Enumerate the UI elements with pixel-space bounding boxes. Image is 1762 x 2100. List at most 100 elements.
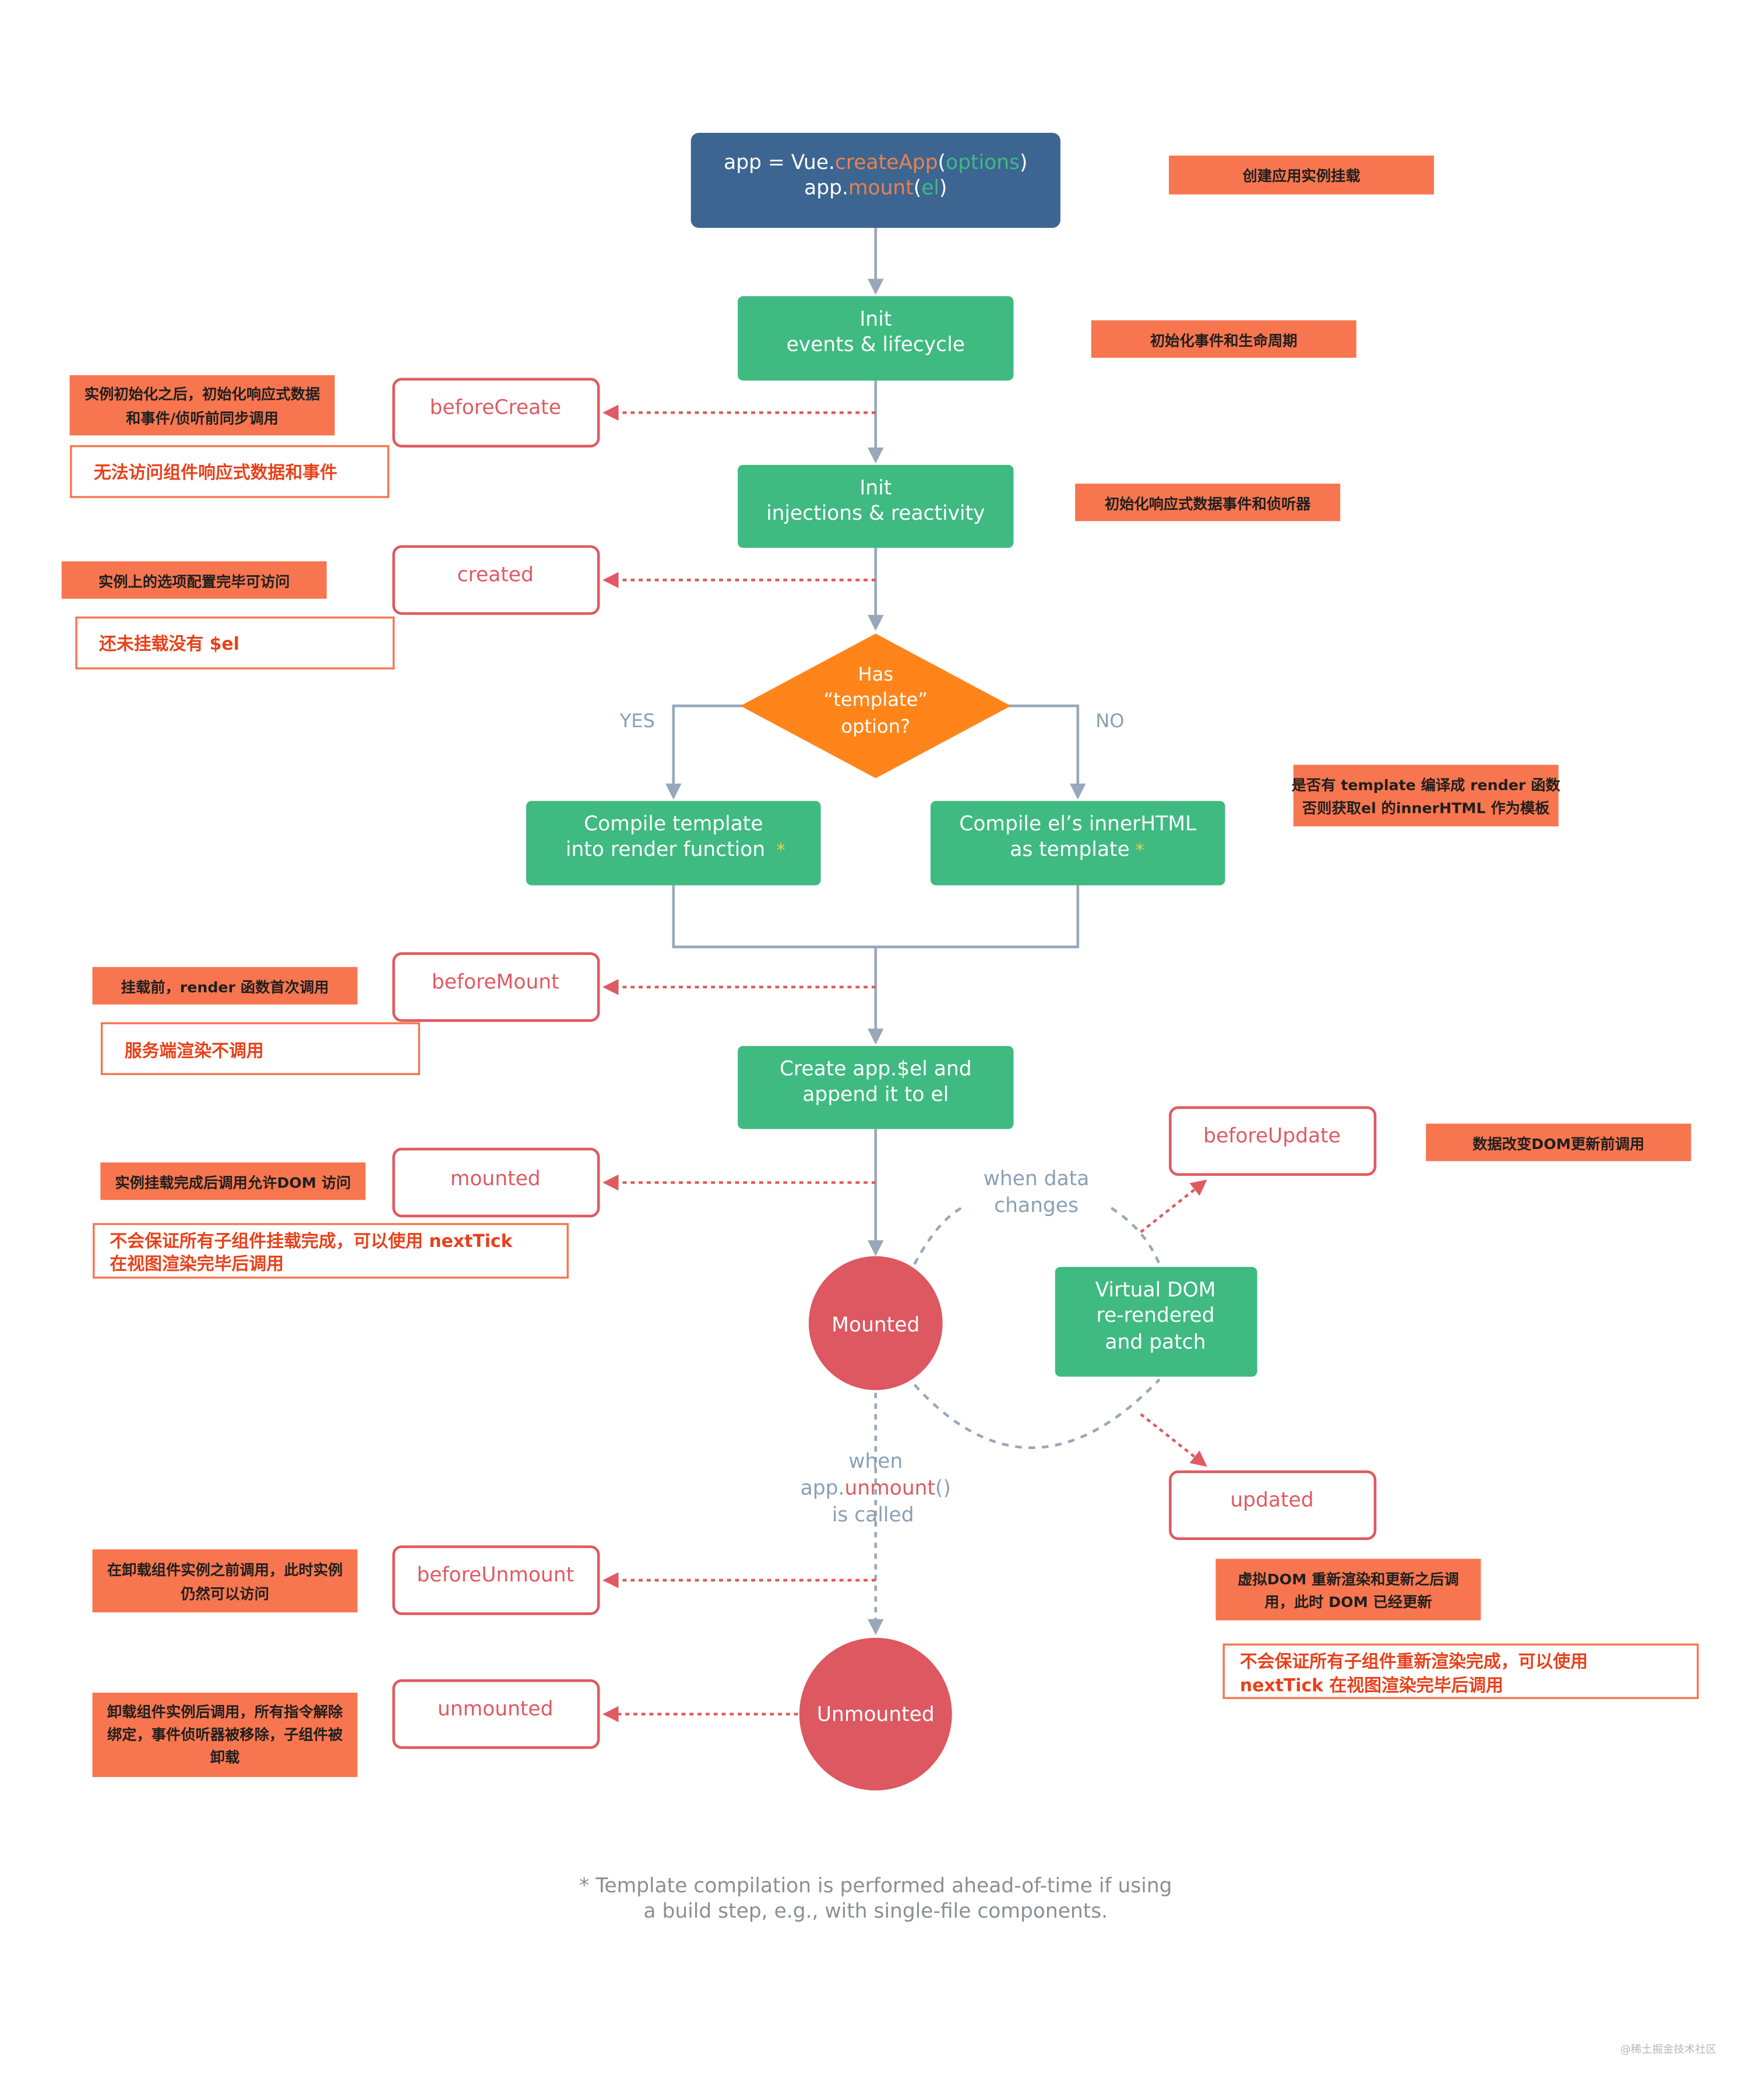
arrow-updated <box>1140 1413 1207 1467</box>
hook-before-update: beforeUpdate <box>1169 1106 1377 1176</box>
hook-created: created <box>392 545 600 615</box>
vdom-line1: Virtual DOM <box>1095 1278 1216 1302</box>
mounted-state-label: Mounted <box>831 1313 919 1337</box>
compile-el-star: * <box>1136 840 1144 861</box>
yes-label: YES <box>619 710 655 732</box>
note-before-mount: 挂载前，render 函数首次调用 <box>92 967 358 1005</box>
note-mounted-warn-line2: 在视图渲染完毕后调用 <box>110 1254 284 1274</box>
init-events-line2: events & lifecycle <box>787 333 965 357</box>
note-unmounted-line2: 绑定，事件侦听器被移除，子组件被 <box>107 1726 343 1743</box>
note-unmounted: 卸载组件实例后调用，所有指令解除 绑定，事件侦听器被移除，子组件被 卸载 <box>92 1692 358 1777</box>
start-el: el <box>921 177 939 200</box>
hook-mounted: mounted <box>392 1147 600 1218</box>
flow-no-branch <box>1008 704 1086 800</box>
note-create-app: 创建应用实例挂载 <box>1169 156 1435 195</box>
note-before-unmount-line2: 仍然可以访问 <box>181 1585 269 1602</box>
note-before-mount-text: 挂载前，render 函数首次调用 <box>121 979 329 996</box>
footnote-line1: * Template compilation is performed ahea… <box>579 1874 1172 1897</box>
vdom-box: Virtual DOM re-rendered and patch <box>1055 1267 1257 1377</box>
create-el-line2: append it to el <box>802 1083 949 1106</box>
note-updated: 虚拟DOM 重新渲染和更新之后调 用，此时 DOM 已经更新 <box>1215 1559 1481 1620</box>
note-mounted-warn-line1: 不会保证所有子组件挂载完成，可以使用 nextTick <box>110 1231 513 1252</box>
note-updated-line1: 虚拟DOM 重新渲染和更新之后调 <box>1238 1571 1459 1588</box>
compile-template-line2: into render function <box>566 838 765 861</box>
init-events-line1: Init <box>859 308 891 331</box>
update-arc-top-left <box>913 1207 962 1265</box>
note-unmounted-line1: 卸载组件实例后调用，所有指令解除 <box>107 1703 343 1720</box>
note-before-unmount-line1: 在卸载组件实例之前调用，此时实例 <box>107 1562 343 1578</box>
note-before-mount-warn: 服务端渲染不调用 <box>100 1022 420 1076</box>
hook-arrows <box>602 404 1207 1722</box>
note-template-line2: 否则获取el 的innerHTML 作为模板 <box>1302 799 1550 816</box>
when-data-line1: when data <box>984 1167 1090 1190</box>
has-template-line3: option? <box>841 715 910 737</box>
hook-mounted-label: mounted <box>450 1167 541 1190</box>
init-injections-line1: Init <box>859 476 891 499</box>
hook-unmounted: unmounted <box>392 1679 600 1749</box>
note-updated-warn: 不会保证所有子组件重新渲染完成，可以使用 nextTick 在视图渲染完毕后调用 <box>1222 1643 1699 1699</box>
compile-template-star: * <box>777 840 785 861</box>
start-paren2-close: ) <box>939 177 947 200</box>
no-label: NO <box>1095 710 1124 732</box>
footnote-line2: a build step, e.g., with single-file com… <box>643 1900 1108 1923</box>
when-unmount-line1: when <box>848 1450 903 1473</box>
note-created-warn-text: 还未挂载没有 $el <box>99 634 239 654</box>
create-app-box: app = Vue.createApp(options) app.mount(e… <box>690 132 1060 228</box>
hook-created-label: created <box>457 563 534 587</box>
note-before-create-warn-text: 无法访问组件响应式数据和事件 <box>94 463 337 483</box>
hook-before-unmount-label: beforeUnmount <box>417 1563 574 1587</box>
compile-template-box: Compile template into render function * <box>526 801 821 886</box>
create-el-box: Create app.$el and append it to el <box>738 1046 1014 1129</box>
note-init-injections-text: 初始化响应式数据事件和侦听器 <box>1105 496 1311 513</box>
when-unmount-method: unmount <box>845 1477 936 1500</box>
note-updated-warn-line1: 不会保证所有子组件重新渲染完成，可以使用 <box>1240 1651 1588 1672</box>
arrow-before-update <box>1140 1179 1207 1234</box>
note-before-create-line2: 和事件/侦听前同步调用 <box>126 410 279 427</box>
compile-el-line1: Compile el’s innerHTML <box>959 812 1197 836</box>
note-init-events: 初始化事件和生命周期 <box>1091 320 1356 358</box>
unmounted-state-circle: Unmounted <box>799 1637 952 1791</box>
when-unmount-pre: app. <box>801 1477 845 1500</box>
hook-updated-label: updated <box>1230 1489 1313 1512</box>
note-init-events-text: 初始化事件和生命周期 <box>1150 332 1298 349</box>
note-before-mount-warn-text: 服务端渲染不调用 <box>125 1041 264 1061</box>
note-before-update-text: 数据改变DOM更新前调用 <box>1472 1136 1644 1153</box>
flow-merge-lines <box>672 885 1080 949</box>
note-template: 是否有 template 编译成 render 函数 否则获取el 的inner… <box>1292 764 1561 827</box>
note-init-injections: 初始化响应式数据事件和侦听器 <box>1075 484 1341 522</box>
main-flow-lines <box>665 228 1086 1636</box>
note-create-app-text: 创建应用实例挂载 <box>1242 168 1360 185</box>
flow-yes-branch <box>665 704 743 800</box>
watermark: @稀土掘金技术社区 <box>1620 2043 1716 2056</box>
hook-unmounted-label: unmounted <box>438 1697 554 1721</box>
svg-text:app.mount(el): app.mount(el) <box>804 177 947 200</box>
note-updated-line2: 用，此时 DOM 已经更新 <box>1264 1594 1432 1611</box>
note-before-create-warn: 无法访问组件响应式数据和事件 <box>70 445 390 498</box>
when-data-line2: changes <box>994 1194 1079 1217</box>
update-arc-bottom <box>913 1378 1161 1449</box>
vdom-line2: re-rendered <box>1097 1303 1215 1327</box>
hook-before-mount-label: beforeMount <box>432 970 559 993</box>
note-unmounted-line3: 卸载 <box>210 1749 240 1766</box>
has-template-line2: “template” <box>824 688 928 710</box>
hook-before-mount: beforeMount <box>392 952 600 1022</box>
start-paren-close: ) <box>1020 151 1027 174</box>
unmounted-state-label: Unmounted <box>817 1703 935 1726</box>
note-created-warn: 还未挂载没有 $el <box>75 616 395 670</box>
svg-text:app = Vue.createApp(options): app = Vue.createApp(options) <box>724 151 1027 174</box>
note-template-line1: 是否有 template 编译成 render 函数 <box>1292 777 1561 794</box>
hook-before-create: beforeCreate <box>392 378 600 448</box>
compile-template-line1: Compile template <box>584 812 763 836</box>
note-before-update: 数据改变DOM更新前调用 <box>1426 1123 1691 1161</box>
init-injections-line2: injections & reactivity <box>766 502 985 525</box>
create-el-line1: Create app.$el and <box>780 1058 972 1081</box>
start-line2-pre: app. <box>804 177 848 200</box>
update-arc-top-right <box>1110 1207 1161 1265</box>
note-before-unmount: 在卸载组件实例之前调用，此时实例 仍然可以访问 <box>92 1549 358 1613</box>
mounted-state-circle: Mounted <box>808 1256 943 1390</box>
compile-el-box: Compile el’s innerHTML as template * <box>931 801 1225 886</box>
has-template-line1: Has <box>858 663 893 685</box>
note-mounted-text: 实例挂载完成后调用允许DOM 访问 <box>115 1175 351 1192</box>
note-mounted: 实例挂载完成后调用允许DOM 访问 <box>100 1162 366 1200</box>
